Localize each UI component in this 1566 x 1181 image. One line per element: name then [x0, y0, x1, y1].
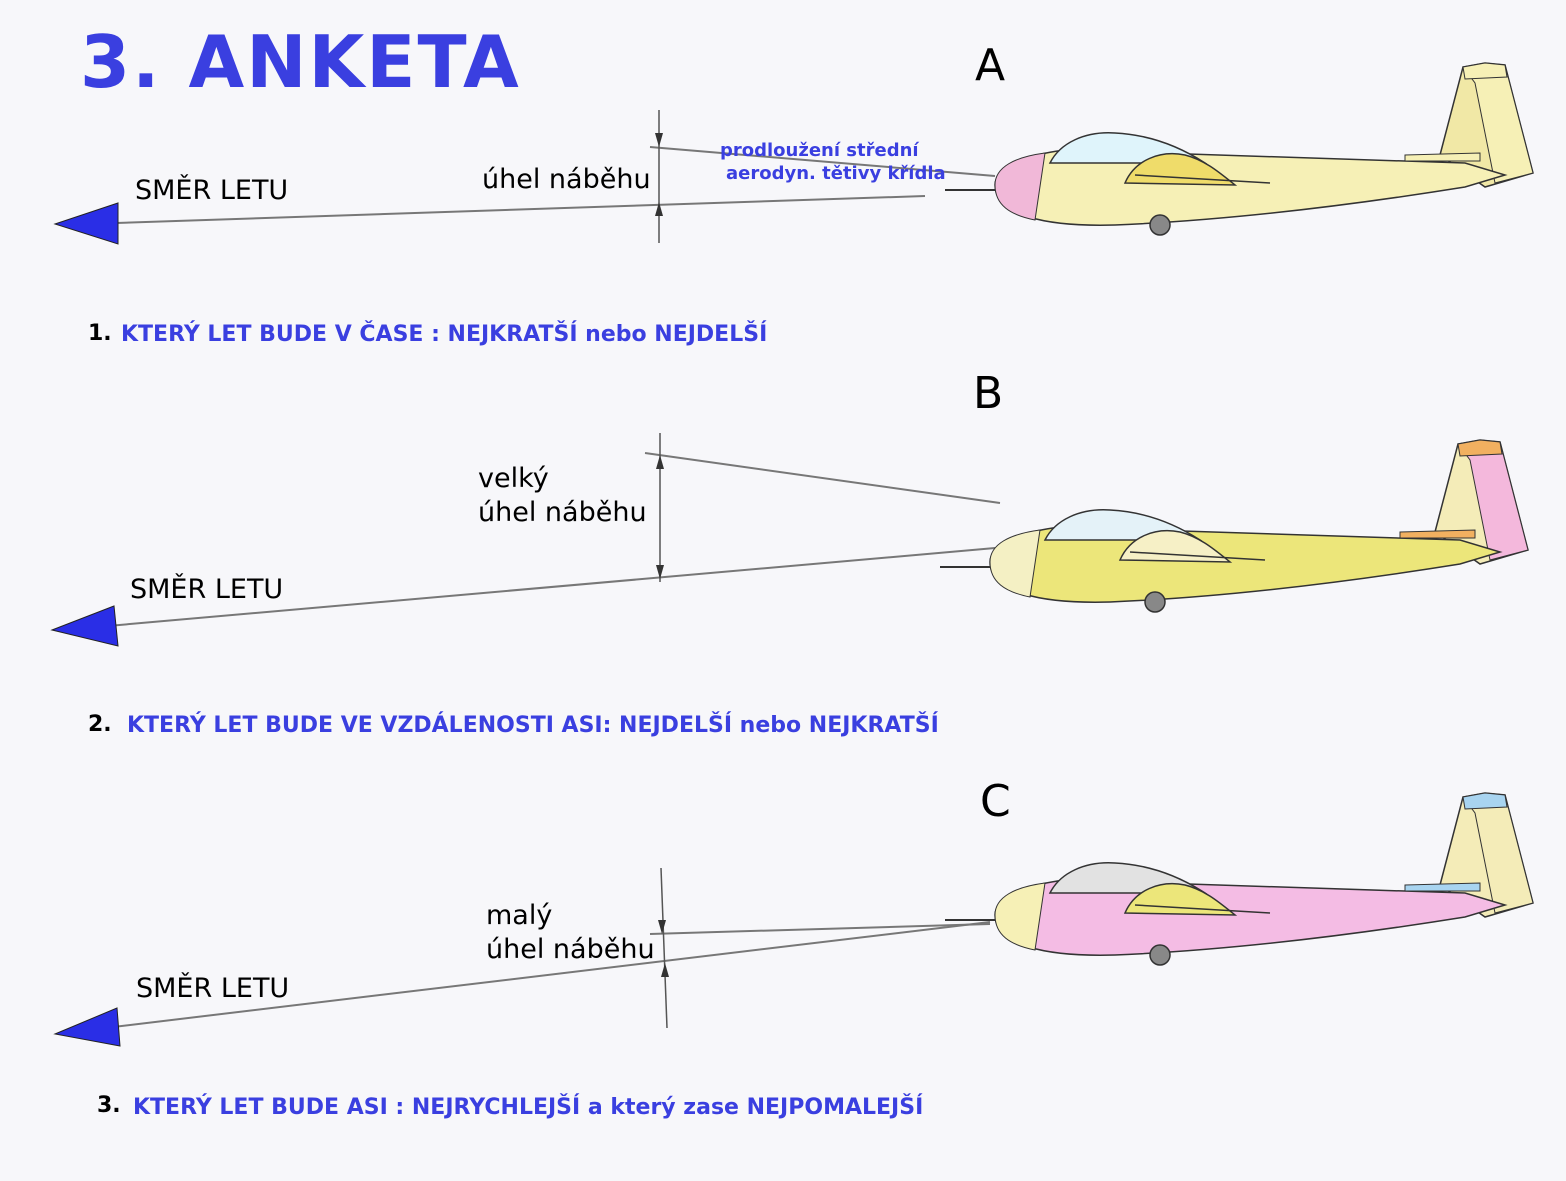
- chord-extension-line: [644, 452, 1001, 504]
- wing-chord-line: [1129, 551, 1266, 561]
- question-text-1: KTERÝ LET BUDE V ČASE : NEJKRATŠÍ nebo N…: [121, 322, 768, 347]
- question-text-2: KTERÝ LET BUDE VE VZDÁLENOSTI ASI: NEJDE…: [127, 713, 939, 738]
- chord-note-line1: prodloužení střední: [720, 140, 919, 161]
- flight-direction-line: [87, 921, 991, 1031]
- angle-tick-top: [656, 455, 664, 469]
- direction-label-c: SMĚR LETU: [136, 973, 290, 1004]
- rudder-tip-shape: [1462, 62, 1508, 80]
- nose-shape: [989, 529, 1041, 598]
- angle-tick-top: [658, 920, 666, 934]
- angle-prefix-c: malý: [486, 900, 553, 931]
- flight-direction-arrowhead: [53, 202, 119, 245]
- rudder-tip-shape: [1462, 792, 1508, 810]
- wing-chord-line: [1134, 904, 1271, 914]
- panel-letter-c: C: [980, 776, 1011, 827]
- chord-extension-line: [649, 146, 996, 177]
- question-text-3: KTERÝ LET BUDE ASI : NEJRYCHLEJŠÍ a kter…: [133, 1095, 924, 1120]
- stabilizer-shape: [1404, 882, 1481, 892]
- angle-prefix-b: velký: [478, 463, 549, 494]
- flight-direction-arrowhead: [53, 1007, 121, 1047]
- direction-label-a: SMĚR LETU: [135, 175, 289, 206]
- angle-label-a: úhel náběhu: [482, 164, 651, 195]
- wheel-shape: [1144, 591, 1166, 613]
- page-title: 3. ANKETA: [80, 20, 521, 104]
- panel-letter-a: A: [975, 40, 1006, 91]
- flight-direction-line: [84, 547, 996, 629]
- wing-root-shape: [1123, 883, 1238, 916]
- angle-tick-bottom: [656, 565, 664, 579]
- angle-tick-bottom: [655, 202, 663, 216]
- panel-letter-b: B: [973, 368, 1004, 419]
- rudder-tip-shape: [1457, 439, 1503, 457]
- nose-shape: [994, 152, 1046, 221]
- wing-chord-line: [1134, 174, 1271, 184]
- wing-root-shape: [1118, 530, 1233, 563]
- direction-label-b: SMĚR LETU: [130, 574, 284, 605]
- chord-note: prodloužení střední aerodyn. tětivy kříd…: [720, 139, 946, 185]
- angle-label-b: úhel náběhu: [478, 497, 647, 528]
- flight-direction-arrowhead: [50, 605, 119, 647]
- question-number-2: 2.: [88, 712, 112, 737]
- glider-c: [945, 792, 1534, 966]
- panel-c: [53, 792, 1534, 1047]
- nose-shape: [994, 882, 1046, 951]
- question-number-3: 3.: [97, 1093, 121, 1118]
- angle-tick-bottom: [661, 963, 669, 977]
- chord-note-line2: aerodyn. tětivy křídla: [726, 163, 946, 184]
- stabilizer-shape: [1404, 152, 1481, 162]
- flight-direction-line: [84, 195, 926, 225]
- angle-dimension-line: [660, 867, 668, 1029]
- stabilizer-shape: [1399, 529, 1476, 539]
- panel-a: [53, 62, 1534, 245]
- wheel-shape: [1149, 944, 1171, 966]
- glider-b: [940, 439, 1529, 613]
- chord-extension-line: [649, 923, 991, 935]
- panel-b: [50, 433, 1529, 647]
- wing-root-shape: [1123, 153, 1238, 186]
- wheel-shape: [1149, 214, 1171, 236]
- question-number-1: 1.: [88, 321, 112, 346]
- glider-a: [945, 62, 1534, 236]
- angle-tick-top: [655, 133, 663, 147]
- angle-label-c: úhel náběhu: [486, 934, 655, 965]
